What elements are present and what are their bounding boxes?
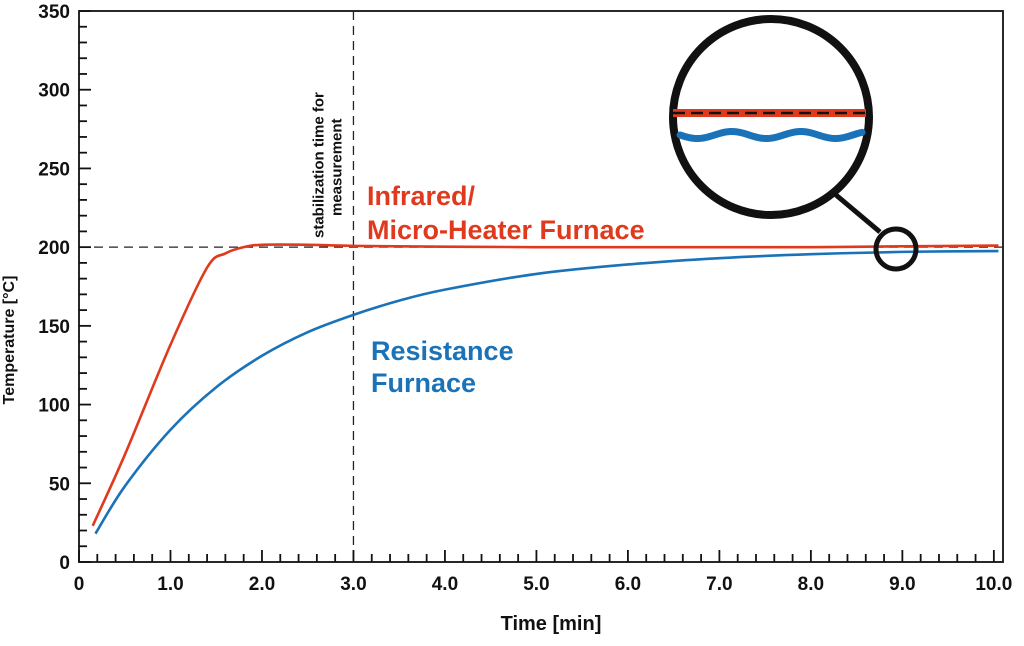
y-tick-label: 350 xyxy=(38,2,70,23)
x-tick-label: 10.0 xyxy=(975,574,1012,595)
x-tick-label: 7.0 xyxy=(706,574,732,595)
x-tick-label: 9.0 xyxy=(889,574,915,595)
y-tick-label: 50 xyxy=(49,474,70,495)
x-tick-label: 0 xyxy=(74,574,85,595)
y-tick-label: 200 xyxy=(38,238,70,259)
series-line-infrared xyxy=(91,243,999,527)
y-tick-label: 150 xyxy=(38,317,70,338)
zoom-connector xyxy=(834,193,882,234)
x-tick-label: 8.0 xyxy=(798,574,824,595)
zoom-inset xyxy=(669,15,919,272)
stabilization-annotation: stabilization time for measurement xyxy=(310,88,345,238)
series-label-resistance: Resistance xyxy=(371,336,514,366)
y-tick-label: 100 xyxy=(38,396,70,417)
x-tick-label: 4.0 xyxy=(432,574,458,595)
plot-frame xyxy=(78,10,1004,563)
x-tick-label: 2.0 xyxy=(249,574,275,595)
y-tick-label: 300 xyxy=(38,81,70,102)
x-tick-label: 3.0 xyxy=(340,574,366,595)
y-tick-label: 0 xyxy=(59,553,70,574)
x-tick-label: 5.0 xyxy=(523,574,549,595)
annotation-line-2: measurement xyxy=(328,118,345,216)
y-tick-label: 250 xyxy=(38,159,70,180)
x-tick-label: 6.0 xyxy=(615,574,641,595)
axis-ticks: 0 1.0 2.0 3.0 4.0 5.0 6.0 7.0 8.0 9.0 10.0 0 50 100 15… xyxy=(38,2,1012,595)
series-label-infrared: Infrared/ xyxy=(367,181,476,211)
annotation-line-1: stabilization time for xyxy=(310,92,327,238)
series-label-infrared-2: Micro-Heater Furnace xyxy=(367,215,645,245)
x-axis-title: Time [min] xyxy=(501,613,602,635)
series-line-resistance xyxy=(94,249,999,535)
zoom-blue-wave xyxy=(676,127,866,143)
series-label-resistance-2: Furnace xyxy=(371,368,476,398)
x-tick-label: 1.0 xyxy=(157,574,183,595)
y-axis-title: Temperature [°C] xyxy=(1,276,18,405)
series-lines xyxy=(91,243,999,535)
zoom-small-circle xyxy=(873,226,919,272)
